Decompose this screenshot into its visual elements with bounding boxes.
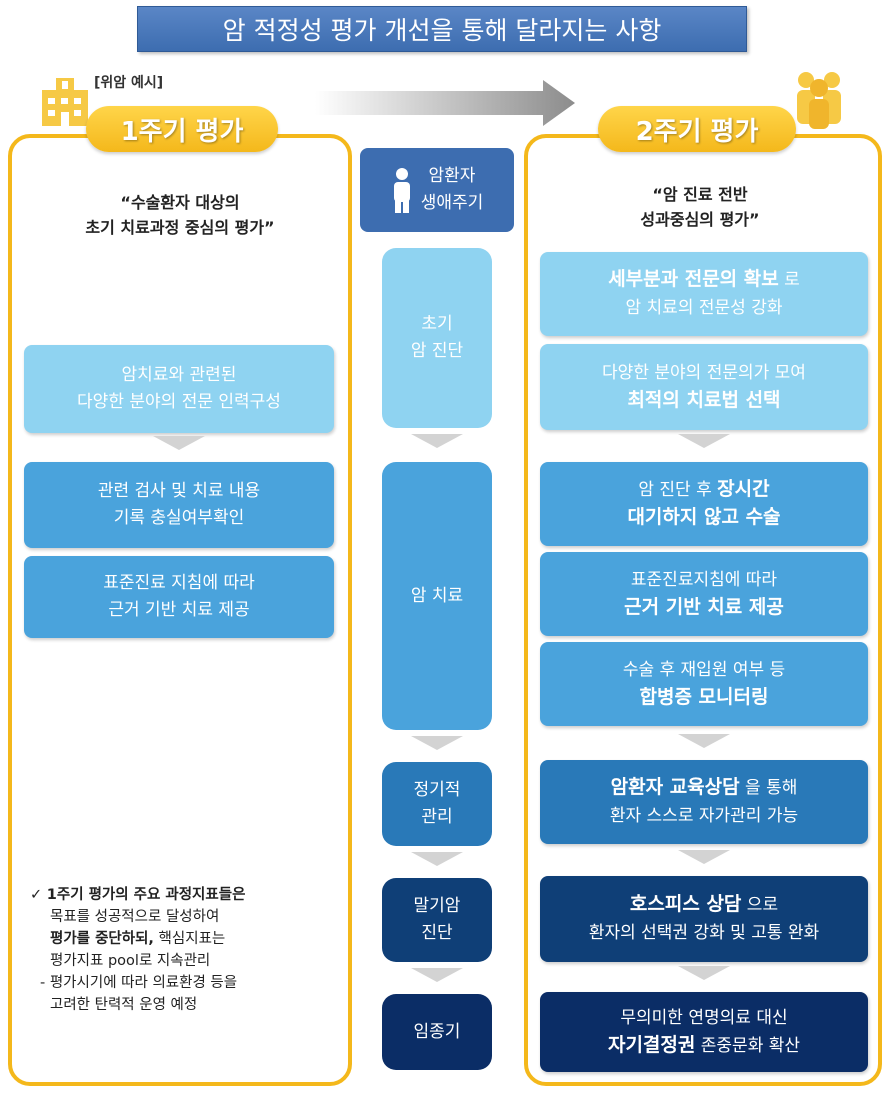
box-line: 호스피스 상담 으로 xyxy=(629,893,779,915)
box-line: 대기하지 않고 수술 xyxy=(627,504,780,532)
box-emphasis: 암환자 교육상담 xyxy=(610,776,740,798)
box-emphasis: 합병증 모니터링 xyxy=(639,686,769,708)
note-line: ✓ 1주기 평가의 주요 과정지표들은 xyxy=(30,884,340,906)
down-arrow-icon xyxy=(678,434,730,448)
box-line: 기록 충실여부확인 xyxy=(113,508,245,528)
box-emphasis: 호스피스 상담 xyxy=(629,893,742,915)
box-line: 표준진료 지침에 따라 xyxy=(103,573,255,593)
note-line: 고려한 탄력적 운영 예정 xyxy=(50,997,198,1013)
box-line: 세부분과 전문의 확보 로 xyxy=(608,268,800,290)
down-arrow-icon xyxy=(678,734,730,748)
first-cycle-pill: 1주기 평가 xyxy=(86,106,278,152)
stage-line: 말기암 xyxy=(413,896,461,916)
box-emphasis: 근거 기반 치료 제공 xyxy=(624,596,784,618)
box-line: 환자의 선택권 강화 및 고통 완화 xyxy=(588,923,820,943)
first-cycle-box-3: 표준진료 지침에 따라 근거 기반 치료 제공 xyxy=(24,556,334,638)
first-cycle-box-1: 암치료와 관련된 다양한 분야의 전문 인력구성 xyxy=(24,345,334,433)
box-emphasis: 대기하지 않고 수술 xyxy=(627,506,781,528)
box-line: 암 치료의 전문성 강화 xyxy=(625,298,783,318)
box-line: 최적의 치료법 선택 xyxy=(627,387,780,415)
example-label: [위암 예시] xyxy=(94,75,164,91)
person-icon xyxy=(393,168,410,213)
box-line: 암치료와 관련된 xyxy=(121,365,237,385)
progress-arrow-icon xyxy=(315,80,575,126)
page-title: 암 적정성 평가 개선을 통해 달라지는 사항 xyxy=(137,6,747,52)
note-text: 핵심지표는 xyxy=(153,931,226,947)
second-cycle-pill: 2주기 평가 xyxy=(598,106,796,152)
box-emphasis: 세부분과 전문의 확보 xyxy=(608,268,779,290)
stage-line: 임종기 xyxy=(413,1021,461,1042)
stage-line: 관리 xyxy=(421,807,453,827)
note-bold: 1주기 평가 xyxy=(46,887,116,903)
down-arrow-icon xyxy=(411,434,463,448)
stage-line: 초기 xyxy=(421,314,453,334)
first-cycle-quote: “수술환자 대상의 초기 치료과정 중심의 평가” xyxy=(20,190,340,240)
box-line: 근거 기반 치료 제공 xyxy=(108,600,250,620)
second-cycle-box-2: 다양한 분야의 전문의가 모여 최적의 치료법 선택 xyxy=(540,344,868,430)
down-arrow-icon xyxy=(678,850,730,864)
box-line: 다양한 분야의 전문의가 모여 xyxy=(602,363,806,383)
note-line: 평가지표 pool로 지속관리 xyxy=(50,953,211,969)
header-line: 생애주기 xyxy=(420,193,484,213)
box-line: 환자 스스로 자가관리 가능 xyxy=(609,806,799,826)
note-bold: 평가를 중단하되, xyxy=(50,931,154,947)
stage-line: 진단 xyxy=(421,923,453,943)
down-arrow-icon xyxy=(411,968,463,982)
page-title-text: 암 적정성 평가 개선을 통해 달라지는 사항 xyxy=(222,16,662,45)
quote-line: “수술환자 대상의 xyxy=(120,193,240,212)
box-line: 표준진료지침에 따라 xyxy=(630,570,778,590)
second-cycle-box-8: 무의미한 연명의료 대신 자기결정권 존중문화 확산 xyxy=(540,992,868,1072)
second-cycle-box-5: 수술 후 재입원 여부 등 합병증 모니터링 xyxy=(540,642,868,726)
box-line: 암환자 교육상담 을 통해 xyxy=(610,776,798,798)
header-line: 암환자 xyxy=(428,166,476,186)
stage-end-of-life: 임종기 xyxy=(382,994,492,1070)
box-emphasis: 자기결정권 xyxy=(607,1034,696,1056)
stage-cancer-treatment: 암 치료 xyxy=(382,462,492,730)
down-arrow-icon xyxy=(678,966,730,980)
second-cycle-box-1: 세부분과 전문의 확보 로 암 치료의 전문성 강화 xyxy=(540,252,868,336)
box-emphasis: 장시간 xyxy=(717,478,770,500)
box-line: 다양한 분야의 전문 인력구성 xyxy=(77,392,281,412)
people-group-icon xyxy=(797,72,841,129)
box-line: 근거 기반 치료 제공 xyxy=(624,594,784,622)
down-arrow-icon xyxy=(411,736,463,750)
note-text: 의 주요 과정지표들은 xyxy=(115,887,246,903)
check-icon: ✓ xyxy=(30,887,43,903)
down-arrow-icon xyxy=(153,436,205,450)
box-line: 수술 후 재입원 여부 등 xyxy=(622,660,786,680)
quote-line: 초기 치료과정 중심의 평가” xyxy=(85,218,275,237)
second-cycle-box-4: 표준진료지침에 따라 근거 기반 치료 제공 xyxy=(540,552,868,636)
stage-line: 암 치료 xyxy=(410,585,464,606)
lifecycle-header: 암환자 생애주기 xyxy=(360,148,514,232)
first-cycle-note: ✓ 1주기 평가의 주요 과정지표들은 목표를 성공적으로 달성하여 평가를 중… xyxy=(30,884,340,1016)
hospital-building-icon xyxy=(42,78,88,126)
stage-line: 정기적 xyxy=(413,780,461,800)
stage-line: 암 진단 xyxy=(410,341,464,361)
box-emphasis: 최적의 치료법 선택 xyxy=(627,389,781,411)
box-line: 암 진단 후 장시간 xyxy=(638,478,770,500)
second-cycle-box-3: 암 진단 후 장시간 대기하지 않고 수술 xyxy=(540,462,868,546)
note-line: 평가를 중단하되, 핵심지표는 xyxy=(30,928,340,950)
note-line: 목표를 성공적으로 달성하여 xyxy=(50,909,220,925)
second-cycle-box-6: 암환자 교육상담 을 통해 환자 스스로 자가관리 가능 xyxy=(540,760,868,844)
box-line: 관련 검사 및 치료 내용 xyxy=(97,481,261,501)
box-line: 자기결정권 존중문화 확산 xyxy=(607,1034,801,1056)
first-cycle-box-2: 관련 검사 및 치료 내용 기록 충실여부확인 xyxy=(24,462,334,548)
down-arrow-icon xyxy=(411,852,463,866)
second-cycle-quote: “암 진료 전반 성과중심의 평가” xyxy=(540,182,860,232)
box-line: 합병증 모니터링 xyxy=(640,684,769,712)
second-cycle-box-7: 호스피스 상담 으로 환자의 선택권 강화 및 고통 완화 xyxy=(540,876,868,962)
box-line: 무의미한 연명의료 대신 xyxy=(620,1008,788,1028)
quote-line: 성과중심의 평가” xyxy=(640,210,760,229)
quote-line: “암 진료 전반 xyxy=(652,185,748,204)
note-line: - 평가시기에 따라 의료환경 등을 xyxy=(40,975,238,991)
